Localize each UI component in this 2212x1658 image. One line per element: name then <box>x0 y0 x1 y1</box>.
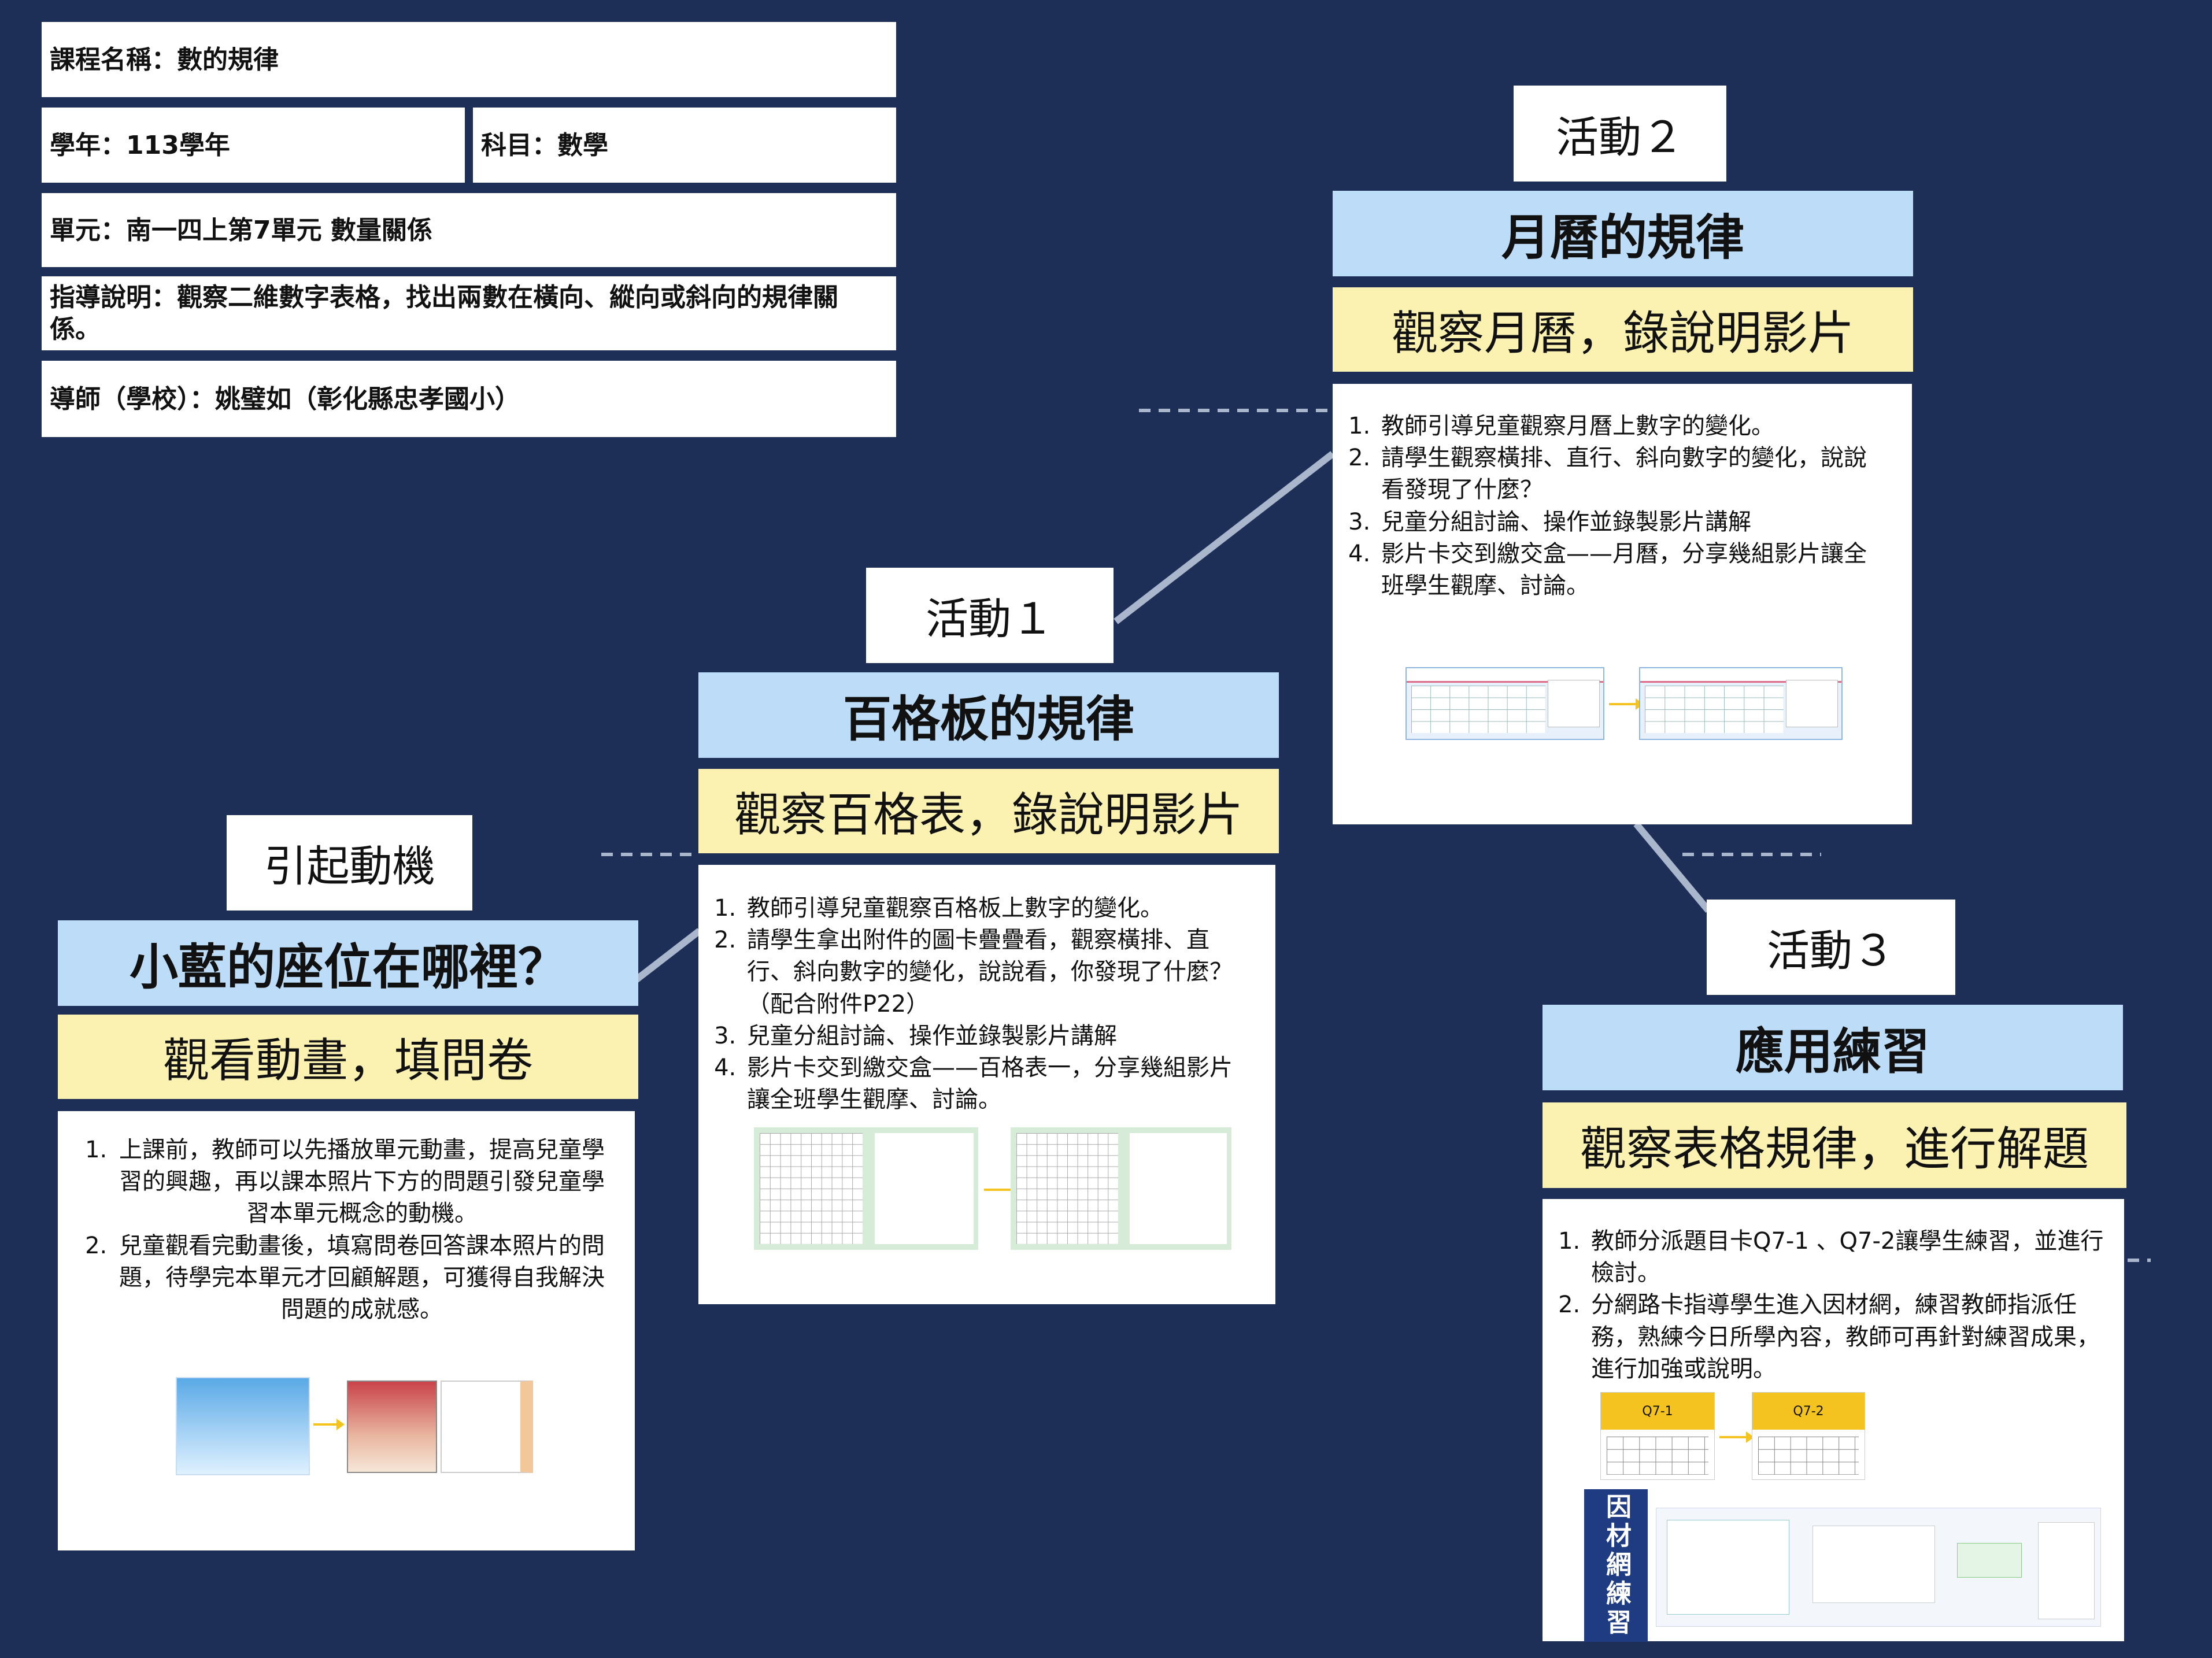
activity2-step: 影片卡交到繳交盒——月曆，分享幾組影片讓全班學生觀摩、討論。 <box>1378 538 1889 602</box>
activity3-label: 活動３ <box>1707 900 1955 995</box>
connector-activity2-activity3 <box>1633 821 1711 913</box>
calendar-thumbnail <box>1639 667 1843 740</box>
activity2-card: 教師引導兒童觀察月曆上數字的變化。 請學生觀察橫排、直行、斜向數字的變化，說說看… <box>1333 384 1912 824</box>
motivation-step: 上課前，教師可以先播放單元動畫，提高兒童學習的興趣，再以課本照片下方的問題引發兒… <box>114 1134 606 1230</box>
connector-activity1-activity2 <box>1114 451 1335 624</box>
site-screenshot <box>1656 1508 2101 1627</box>
arrow-icon <box>313 1419 345 1430</box>
activity1-title: 百格板的規律 <box>698 672 1279 758</box>
site-practice-label: 因材網練習 <box>1584 1489 1648 1642</box>
motivation-card: 上課前，教師可以先播放單元動畫，提高兒童學習的興趣，再以課本照片下方的問題引發兒… <box>58 1111 635 1550</box>
activity2-steps: 教師引導兒童觀察月曆上數字的變化。 請學生觀察橫排、直行、斜向數字的變化，說說看… <box>1333 410 1889 602</box>
teacher: 導師（學校）：姚璧如（彰化縣忠孝國小） <box>42 361 896 437</box>
arrow-icon <box>1609 698 1644 710</box>
quiz-thumbnail <box>441 1381 533 1473</box>
subject: 科目：數學 <box>473 108 896 183</box>
question-card-thumbnail: Q7-1 <box>1600 1392 1715 1480</box>
activity2-title: 月曆的規律 <box>1333 191 1913 276</box>
motivation-subtitle: 觀看動畫，填問卷 <box>58 1015 638 1099</box>
activity3-step: 分網路卡指導學生進入因材網，練習教師指派任務，熟練今日所學內容，教師可再針對練習… <box>1588 1289 2107 1385</box>
hundred-chart-thumbnail <box>1011 1127 1231 1250</box>
activity1-step: 請學生拿出附件的圖卡疊疊看，觀察橫排、直行、斜向數字的變化，說說看，你發現了什麼… <box>744 924 1252 1020</box>
unit: 單元：南一四上第7單元 數量關係 <box>42 193 896 267</box>
activity1-step: 教師引導兒童觀察百格板上數字的變化。 <box>744 893 1252 924</box>
activity3-steps: 教師分派題目卡Q7-1 、Q7-2讓學生練習，並進行檢討。 分網路卡指導學生進入… <box>1543 1226 2107 1385</box>
activity2-step: 兒童分組討論、操作並錄製影片講解 <box>1378 506 1889 538</box>
activity2-label: 活動２ <box>1514 86 1726 182</box>
classroom-thumbnail <box>347 1381 437 1473</box>
activity3-step: 教師分派題目卡Q7-1 、Q7-2讓學生練習，並進行檢討。 <box>1588 1226 2107 1289</box>
activity1-step: 影片卡交到繳交盒——百格表一，分享幾組影片讓全班學生觀摩、討論。 <box>744 1052 1252 1116</box>
question-card-label: Q7-2 <box>1752 1393 1865 1430</box>
activity3-title: 應用練習 <box>1543 1005 2123 1090</box>
question-card-label: Q7-1 <box>1601 1393 1714 1430</box>
course-name: 課程名稱：數的規律 <box>42 22 896 97</box>
arrow-icon <box>1719 1431 1754 1443</box>
activity1-card: 教師引導兒童觀察百格板上數字的變化。 請學生拿出附件的圖卡疊疊看，觀察橫排、直行… <box>698 865 1275 1304</box>
hundred-chart-thumbnail <box>754 1127 978 1250</box>
calendar-thumbnail <box>1405 667 1604 740</box>
sky-thumbnail <box>176 1377 310 1475</box>
activity1-subtitle: 觀察百格表，錄說明影片 <box>698 769 1279 853</box>
activity3-card: 教師分派題目卡Q7-1 、Q7-2讓學生練習，並進行檢討。 分網路卡指導學生進入… <box>1543 1199 2124 1642</box>
motivation-steps: 上課前，教師可以先播放單元動畫，提高兒童學習的興趣，再以課本照片下方的問題引發兒… <box>69 1134 606 1326</box>
connector-motivation-activity1 <box>634 928 702 983</box>
activity2-step: 教師引導兒童觀察月曆上數字的變化。 <box>1378 410 1889 442</box>
school-year: 學年：113學年 <box>42 108 465 183</box>
activity2-step: 請學生觀察橫排、直行、斜向數字的變化，說說看發現了什麼？ <box>1378 442 1889 506</box>
motivation-title: 小藍的座位在哪裡？ <box>58 920 638 1006</box>
question-card-thumbnail: Q7-2 <box>1752 1392 1865 1480</box>
motivation-label: 引起動機 <box>227 815 472 911</box>
activity3-subtitle: 觀察表格規律，進行解題 <box>1543 1102 2126 1188</box>
activity1-step: 兒童分組討論、操作並錄製影片講解 <box>744 1020 1252 1052</box>
activity1-steps: 教師引導兒童觀察百格板上數字的變化。 請學生拿出附件的圖卡疊疊看，觀察橫排、直行… <box>698 893 1252 1116</box>
guide: 指導說明：觀察二維數字表格，找出兩數在橫向、縱向或斜向的規律關係。 <box>42 276 896 350</box>
activity2-subtitle: 觀察月曆，錄說明影片 <box>1333 287 1913 372</box>
activity1-label: 活動１ <box>866 568 1114 663</box>
motivation-step: 兒童觀看完動畫後，填寫問卷回答課本照片的問題，待學完本單元才回顧解題，可獲得自我… <box>114 1230 606 1326</box>
